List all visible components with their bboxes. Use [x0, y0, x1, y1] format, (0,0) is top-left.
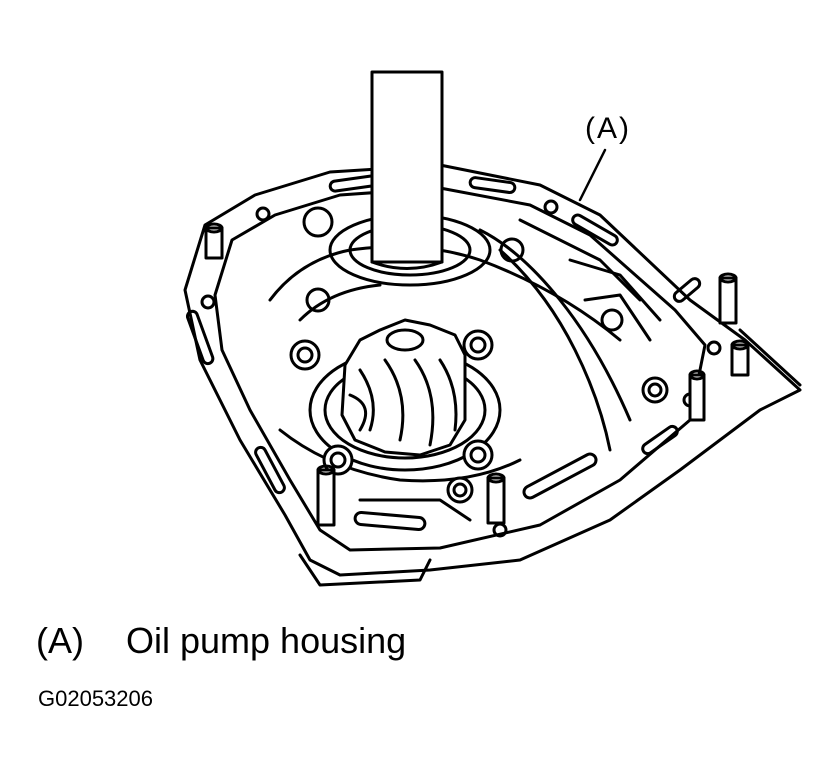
housing-boss: [600, 308, 624, 332]
stud: [730, 339, 750, 377]
gear-tooth: [413, 358, 435, 447]
housing-rib: [568, 258, 662, 322]
flange-slot: [571, 213, 619, 247]
legend-text: Oil pump housing: [126, 620, 407, 661]
stud: [718, 272, 738, 325]
shaft: [370, 70, 444, 264]
housing-rib: [518, 218, 642, 302]
callout-leader: [578, 148, 607, 202]
housing-rib: [298, 283, 382, 322]
housing-rib: [268, 245, 622, 342]
housing-boss: [305, 287, 331, 313]
housing-boss: [499, 237, 525, 263]
flange-slot: [254, 445, 286, 495]
flange-slot: [468, 176, 517, 195]
stud: [688, 369, 706, 422]
housing-rib: [583, 293, 652, 342]
gear-tooth: [383, 358, 405, 442]
drive-gear: [340, 318, 467, 457]
housing-rib: [498, 248, 612, 452]
flange-slot: [672, 277, 702, 303]
gear-tooth: [358, 368, 375, 432]
stud: [316, 464, 336, 527]
gear-tooth: [438, 358, 458, 432]
legend-key: (A): [36, 620, 84, 661]
hex-bolt: [462, 329, 494, 361]
stud: [204, 222, 224, 260]
flange-slot: [641, 424, 679, 456]
hex-bolt: [446, 476, 474, 504]
housing-rib: [278, 428, 522, 483]
figure-id: G02053206: [38, 686, 153, 711]
flange-slot: [353, 510, 427, 532]
hex-bolt: [641, 376, 669, 404]
housing-rib: [358, 498, 472, 522]
flange-slot: [522, 452, 598, 500]
housing-boss: [302, 206, 334, 238]
legend-row: (A) Oil pump housing: [36, 620, 406, 662]
flange-hole: [200, 294, 216, 310]
hex-bolt: [462, 439, 494, 471]
gear-bore: [385, 328, 425, 352]
stud: [486, 472, 506, 525]
hex-bolt: [289, 339, 321, 371]
oil-pump-housing-illustration: [183, 70, 802, 587]
flange-hole: [543, 199, 559, 215]
flange-hole: [706, 340, 722, 356]
housing-flange: [183, 163, 802, 577]
housing-rib: [478, 228, 632, 422]
gear-tooth: [348, 393, 368, 432]
housing-lower-skirt: [298, 553, 432, 587]
flange-hole: [255, 206, 271, 222]
callout-label-a: (A): [585, 112, 631, 145]
flange-slot: [185, 309, 215, 366]
